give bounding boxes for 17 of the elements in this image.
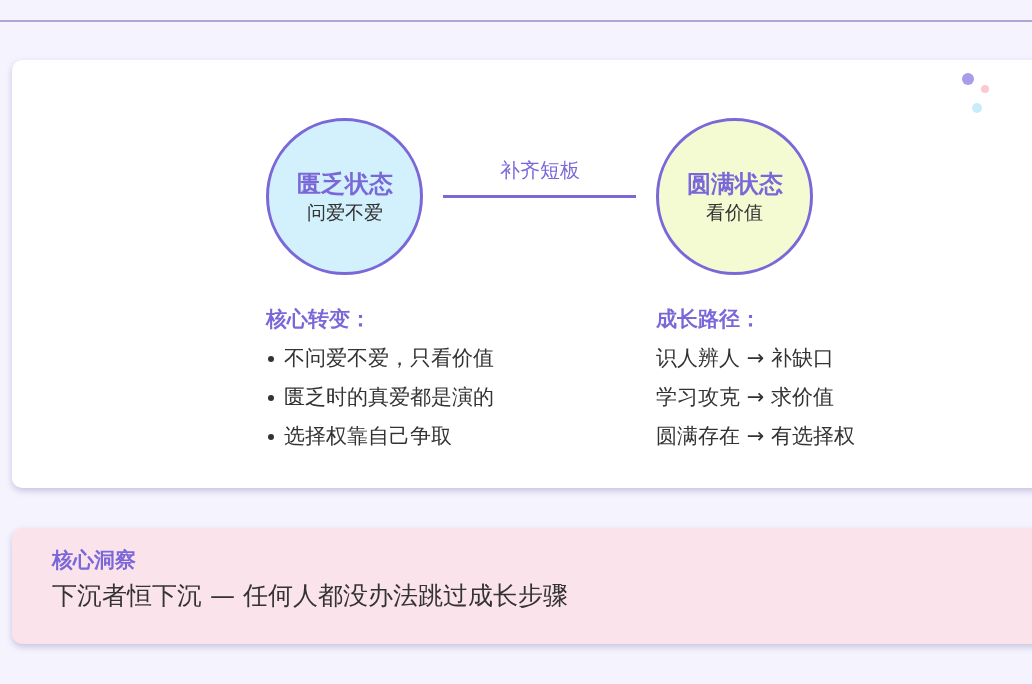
path-step: 识人辨人 → 补缺口 xyxy=(656,344,834,372)
path-step: 学习攻克 → 求价值 xyxy=(656,383,834,411)
bullet-text: 匮乏时的真爱都是演的 xyxy=(284,384,494,411)
connector-line xyxy=(443,195,636,198)
circle-title: 圆满状态 xyxy=(686,168,783,199)
bullet-text: 不问爱不爱，只看价值 xyxy=(284,345,494,372)
circle-subtitle: 看价值 xyxy=(706,199,763,225)
insight-heading: 核心洞察 xyxy=(52,547,136,574)
card-background xyxy=(12,60,1032,488)
circle-subtitle: 问爱不爱 xyxy=(306,199,383,225)
circle-title: 匮乏状态 xyxy=(296,168,393,199)
bullet-text: 选择权靠自己争取 xyxy=(284,423,452,450)
section-heading: 成长路径： xyxy=(656,306,761,333)
insight-text: 下沉者恒下沉 — 任何人都没办法跳过成长步骤 xyxy=(52,580,568,612)
insight-card xyxy=(12,528,1032,644)
path-step: 圆满存在 → 有选择权 xyxy=(656,422,855,450)
section-heading: 核心转变： xyxy=(266,306,371,333)
